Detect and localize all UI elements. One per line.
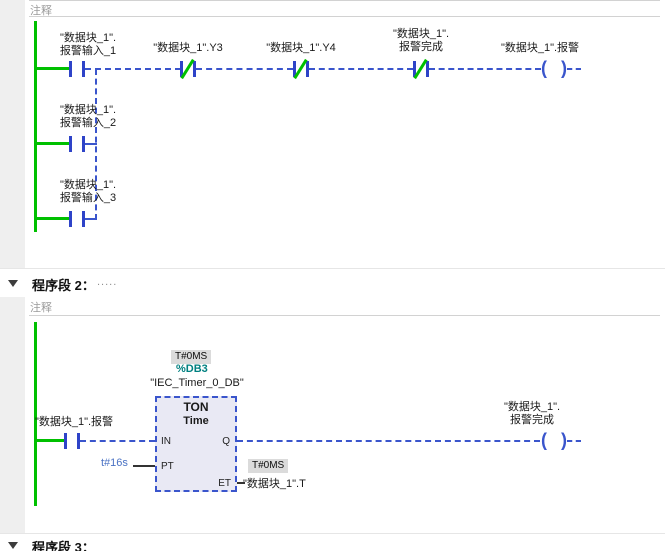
power-wire xyxy=(34,142,69,145)
operand-label-input2[interactable]: "数据块_1". 报警输入_2 xyxy=(59,104,117,129)
coil-alarm-done[interactable] xyxy=(541,430,567,451)
wire xyxy=(85,68,181,70)
contact-bar xyxy=(82,61,85,77)
power-wire xyxy=(34,217,69,220)
contact-bar xyxy=(69,211,72,227)
et-wire xyxy=(237,482,245,484)
pt-constant-value[interactable]: t#16s xyxy=(101,457,128,469)
contact-bar xyxy=(82,211,85,227)
wire xyxy=(309,68,413,70)
nc-contact-y4[interactable] xyxy=(293,58,309,80)
network3-header[interactable]: 程序段 3： xyxy=(0,533,665,551)
contact-bar xyxy=(413,61,416,77)
operand-label-input3[interactable]: "数据块_1". 报警输入_3 xyxy=(59,179,117,204)
timer-db-address[interactable]: %DB3 xyxy=(176,363,208,375)
collapse-triangle-icon[interactable] xyxy=(8,542,18,549)
collapse-triangle-icon[interactable] xyxy=(8,280,18,287)
power-rail-network2 xyxy=(34,322,37,506)
no-contact-input2[interactable] xyxy=(69,136,85,152)
wire xyxy=(85,143,97,145)
no-contact-input1[interactable] xyxy=(69,61,85,77)
wire xyxy=(85,218,97,220)
operand-label-alarm[interactable]: "数据块_1".报警 xyxy=(34,416,114,428)
contact-bar xyxy=(426,61,429,77)
power-wire xyxy=(34,67,69,70)
network2-title[interactable]: 程序段 2： xyxy=(32,278,95,293)
wire xyxy=(80,440,155,442)
network1-comment-divider xyxy=(29,16,660,17)
ton-timer-block[interactable]: TON Time IN PT Q ET xyxy=(155,396,237,492)
network1-top-divider xyxy=(29,0,660,1)
timer-datatype-label: Time xyxy=(183,415,209,427)
timer-monitor-badge: T#0MS xyxy=(171,350,212,364)
wire xyxy=(567,440,581,442)
et-operand-label[interactable]: "数据块_1".T xyxy=(243,478,306,490)
wire xyxy=(237,440,540,442)
power-wire xyxy=(34,439,65,442)
network2-header[interactable]: 程序段 2： ..... xyxy=(0,268,665,297)
wire xyxy=(429,68,541,70)
contact-bar xyxy=(180,61,183,77)
operand-label-y4[interactable]: "数据块_1".Y4 xyxy=(266,42,336,54)
network3-title[interactable]: 程序段 3： xyxy=(32,540,95,551)
operand-label-input1[interactable]: "数据块_1". 报警输入_1 xyxy=(59,32,117,57)
contact-bar xyxy=(69,136,72,152)
pin-pt-label: PT xyxy=(161,461,174,472)
operand-label-y3[interactable]: "数据块_1".Y3 xyxy=(153,42,223,54)
contact-bar xyxy=(293,61,296,77)
contact-bar xyxy=(64,433,67,449)
pin-q-label: Q xyxy=(222,436,230,447)
wire xyxy=(196,68,293,70)
contact-bar xyxy=(193,61,196,77)
network1-comment[interactable]: 注释 xyxy=(30,5,52,17)
no-contact-alarm[interactable] xyxy=(64,433,80,449)
operand-label-coil-alarm[interactable]: "数据块_1".报警 xyxy=(500,42,580,54)
network2-comment-divider xyxy=(29,315,660,316)
nc-contact-alarm-done[interactable] xyxy=(413,58,429,80)
nc-contact-y3[interactable] xyxy=(180,58,196,80)
pin-in-label: IN xyxy=(161,436,171,447)
operand-label-coil-alarm-done[interactable]: "数据块_1". 报警完成 xyxy=(503,401,561,426)
et-monitor-badge: T#0MS xyxy=(248,459,289,473)
timer-type-label: TON xyxy=(183,400,209,414)
contact-bar xyxy=(82,136,85,152)
power-rail-network1 xyxy=(34,21,37,232)
pin-et-label: ET xyxy=(218,478,231,489)
pt-wire xyxy=(133,465,155,467)
operand-label-alarm-done[interactable]: "数据块_1". 报警完成 xyxy=(392,28,450,53)
contact-bar xyxy=(69,61,72,77)
no-contact-input3[interactable] xyxy=(69,211,85,227)
network2-comment-dots[interactable]: ..... xyxy=(97,276,118,288)
timer-db-name[interactable]: "IEC_Timer_0_DB" xyxy=(150,377,244,389)
contact-bar xyxy=(306,61,309,77)
wire xyxy=(567,68,581,70)
network2-comment[interactable]: 注释 xyxy=(30,302,52,314)
coil-alarm[interactable] xyxy=(541,58,567,79)
contact-bar xyxy=(77,433,80,449)
